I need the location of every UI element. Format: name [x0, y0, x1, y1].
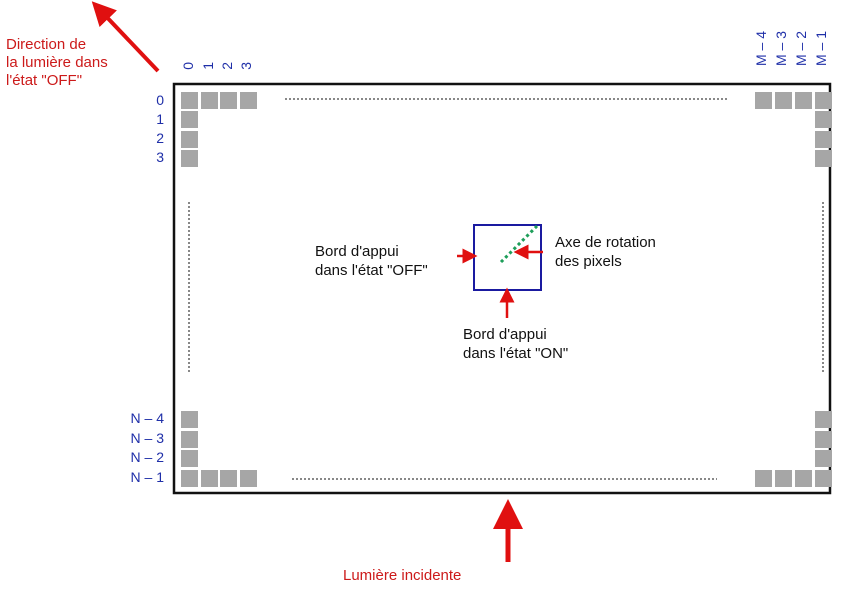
pixel-br-r3-c0 [755, 470, 772, 487]
rotation-axis-line [499, 224, 539, 264]
row-label-n2: N – 2 [130, 449, 164, 465]
pixel-tl-r0-c3 [240, 92, 257, 109]
pixel-tl-r0-c0 [181, 92, 198, 109]
pixel-tr-r0-c0 [755, 92, 772, 109]
pixel-br-r3-c3 [815, 470, 832, 487]
pixel-tl-r0-c2 [220, 92, 237, 109]
pixel-bl-r3-c0 [181, 470, 198, 487]
rotation-axis-line-1: Axe de rotation [555, 234, 656, 251]
edge-on-line-2: dans l'état "ON" [463, 345, 569, 362]
row-label-n3: N – 3 [130, 430, 164, 446]
col-label-3: 3 [238, 62, 254, 70]
row-label-0: 0 [156, 92, 164, 108]
pixel-br-r3-c1 [775, 470, 792, 487]
col-label-0: 0 [180, 62, 196, 70]
edge-on-label: Bord d'appui dans l'état "ON" [463, 325, 568, 363]
pixel-tr-r0-c3 [815, 92, 832, 109]
direction-off-line-1: Direction de [6, 36, 87, 53]
pixel-tr-r1-c3 [815, 111, 832, 128]
col-label-m4: M – 4 [753, 31, 769, 67]
row-label-n1: N – 1 [130, 469, 164, 485]
row-label-1: 1 [156, 111, 164, 127]
pixel-bl-r3-c2 [220, 470, 237, 487]
arrow-light-direction-off [91, 1, 160, 73]
row-label-3: 3 [156, 149, 164, 165]
pixel-tr-r0-c2 [795, 92, 812, 109]
pixel-br-r3-c2 [795, 470, 812, 487]
pixel-tl-r0-c1 [201, 92, 218, 109]
edge-off-label: Bord d'appui dans l'état "OFF" [315, 242, 428, 280]
pixel-tl-r2-c0 [181, 131, 198, 148]
pixel-br-r1-c3 [815, 431, 832, 448]
col-label-2: 2 [219, 62, 235, 70]
pixel-bl-r0-c0 [181, 411, 198, 428]
pixel-br-r0-c3 [815, 411, 832, 428]
row-label-n4: N – 4 [130, 410, 164, 426]
pixel-br-r2-c3 [815, 450, 832, 467]
direction-off-label: Direction de la lumière dans l'état "OFF… [6, 36, 108, 90]
corner-pixels [181, 92, 832, 487]
pixel-tr-r3-c3 [815, 150, 832, 167]
pixel-bl-r1-c0 [181, 431, 198, 448]
pixel-bl-r2-c0 [181, 450, 198, 467]
rotation-axis-label: Axe de rotation des pixels [555, 233, 656, 271]
pixel-bl-r3-c3 [240, 470, 257, 487]
col-label-m3: M – 3 [773, 31, 789, 67]
incident-light-label: Lumière incidente [343, 567, 462, 584]
edge-off-line-2: dans l'état "OFF" [315, 262, 428, 279]
rotation-axis-line-2: des pixels [555, 253, 622, 270]
pixel-tl-r1-c0 [181, 111, 198, 128]
pixel-bl-r3-c1 [201, 470, 218, 487]
direction-off-line-3: l'état "OFF" [6, 72, 83, 89]
pixel-tl-r3-c0 [181, 150, 198, 167]
col-label-1: 1 [200, 62, 216, 70]
edge-off-line-1: Bord d'appui [315, 243, 399, 260]
col-label-m1: M – 1 [813, 31, 829, 67]
edge-on-line-1: Bord d'appui [463, 326, 547, 343]
col-label-m2: M – 2 [793, 31, 809, 67]
direction-off-line-2: la lumière dans [6, 54, 108, 71]
row-label-2: 2 [156, 130, 164, 146]
pixel-tr-r2-c3 [815, 131, 832, 148]
pixel-tr-r0-c1 [775, 92, 792, 109]
pixel-array-frame [172, 82, 832, 495]
